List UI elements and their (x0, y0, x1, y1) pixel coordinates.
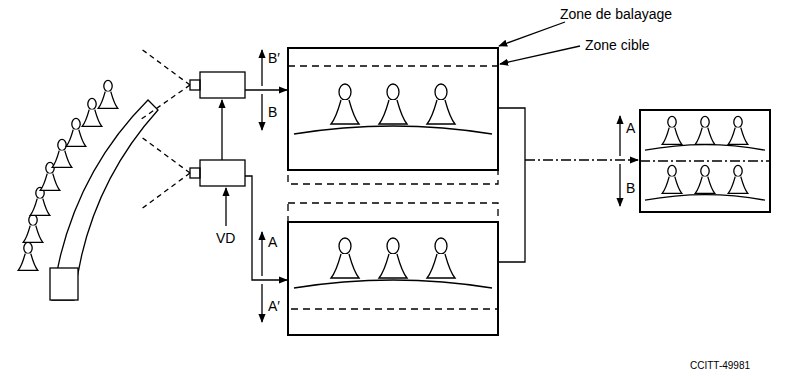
audience (18, 80, 118, 270)
person-head (668, 165, 676, 176)
person-body (40, 174, 60, 191)
composite-line (525, 159, 638, 160)
composite-frame (640, 110, 770, 212)
leader-line (500, 46, 580, 64)
person-head (339, 84, 351, 100)
person-head (734, 165, 742, 176)
person-body (379, 254, 407, 278)
person-body (728, 177, 748, 194)
callout-label: Zone de balayage (560, 6, 672, 22)
scan-area-frame (288, 222, 498, 335)
person-body (427, 100, 455, 124)
camera-view-lines (140, 48, 190, 210)
leader-line (499, 22, 565, 46)
participants-image (294, 84, 765, 288)
target-area (288, 203, 498, 309)
desk-edge (645, 195, 765, 201)
person-body (662, 128, 682, 145)
camera-upper (190, 72, 245, 98)
scan-area-frame (288, 48, 498, 170)
person-head (387, 84, 399, 100)
person-head (58, 139, 66, 150)
person-head (435, 238, 447, 254)
desk-edge (294, 280, 492, 288)
person-body (23, 226, 43, 243)
person-head (29, 214, 37, 225)
person-body (695, 128, 715, 145)
person-body (695, 177, 715, 194)
upper-output (245, 89, 287, 90)
person-body (30, 199, 50, 216)
vd-arrow (225, 188, 226, 226)
person-body (52, 151, 72, 168)
person-body (66, 130, 86, 147)
shift-arrow (619, 164, 620, 206)
lower-output (245, 176, 287, 280)
camera-lower (190, 160, 245, 186)
figure-reference: CCITT-49981 (690, 360, 750, 372)
person-head (104, 80, 112, 91)
person-head (339, 238, 351, 254)
shift-arrow (261, 232, 262, 276)
desk-front (50, 268, 78, 300)
desk-edge (645, 145, 765, 151)
signal-name: VD (216, 230, 235, 246)
shift-arrow (619, 116, 620, 156)
shift-arrow (261, 94, 262, 130)
person-body (82, 110, 102, 127)
person-body (728, 128, 748, 145)
person-body (662, 177, 682, 194)
target-area (288, 66, 498, 184)
person-body (427, 254, 455, 278)
shift-label: B (268, 104, 277, 120)
person-body (331, 254, 359, 278)
person-head (668, 116, 676, 127)
person-body (18, 254, 38, 271)
shift-label: B (626, 180, 635, 196)
person-body (98, 92, 118, 109)
shift-label: A′ (268, 298, 280, 314)
person-body (331, 100, 359, 124)
person-head (88, 98, 96, 109)
person-body (379, 100, 407, 124)
person-head (701, 116, 709, 127)
person-head (734, 116, 742, 127)
shift-label: B′ (268, 50, 280, 66)
merge-line (498, 160, 525, 262)
shift-arrow (261, 50, 262, 86)
callout-label: Zone cible (585, 37, 650, 53)
desk-edge (294, 126, 492, 134)
shift-label: A (268, 234, 277, 250)
merge-line (498, 108, 525, 160)
person-head (435, 84, 447, 100)
shift-label: A (626, 120, 635, 136)
sync-line (221, 100, 222, 160)
shift-arrow (261, 284, 262, 322)
person-head (387, 238, 399, 254)
person-head (701, 165, 709, 176)
person-head (24, 242, 32, 253)
person-head (72, 118, 80, 129)
split-line (640, 160, 770, 161)
